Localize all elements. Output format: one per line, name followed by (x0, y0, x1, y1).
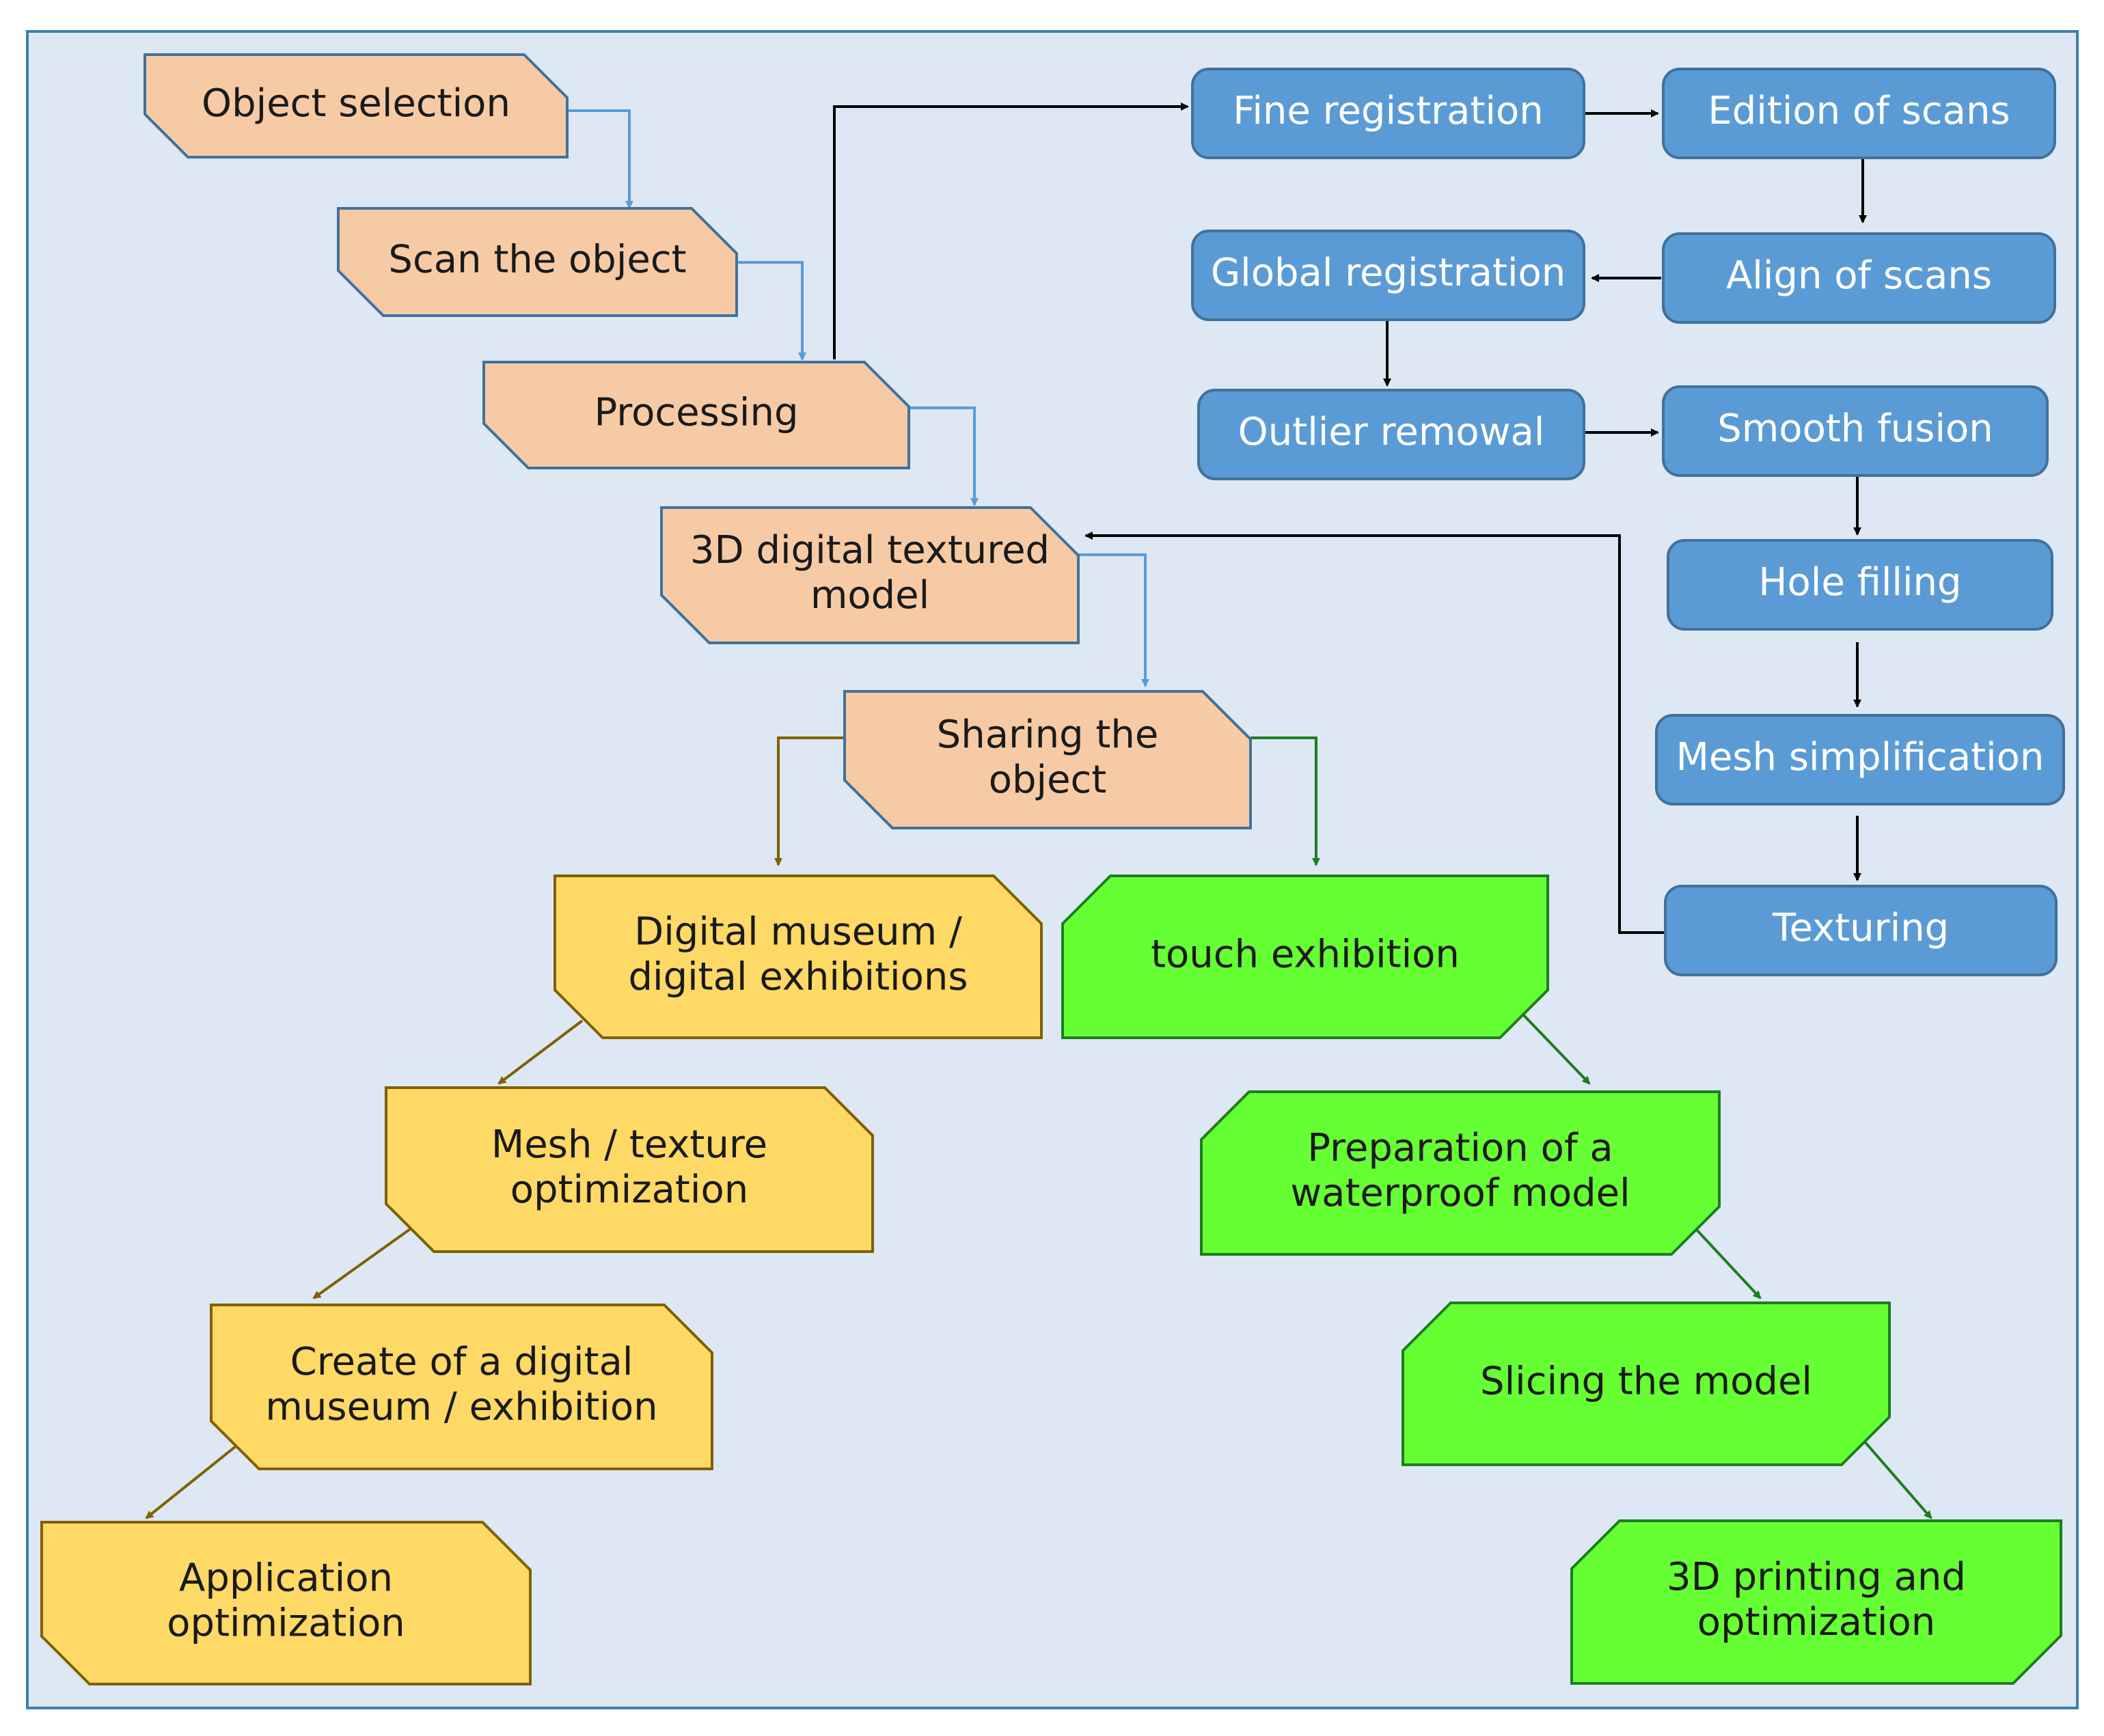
node-smooth-fusion: Smooth fusion (1662, 385, 2049, 477)
node-label: digital exhibitions (628, 955, 968, 1000)
node-processing: Processing (482, 361, 910, 469)
node-label: object (989, 758, 1107, 802)
node-texturing: Texturing (1664, 885, 2058, 976)
node-label: Scan the object (388, 238, 686, 282)
node-label: Processing (594, 391, 798, 435)
node-label: Smooth fusion (1717, 407, 1993, 451)
node-shape (1402, 1301, 1891, 1466)
node-mesh-simplification: Mesh simplification (1655, 714, 2065, 805)
arrow-touch-to-waterproof (1518, 1010, 1591, 1085)
arrow-slicing-to-printing (1861, 1438, 1932, 1519)
node-fine-registration: Fine registration (1191, 68, 1585, 159)
node-shape (843, 690, 1252, 829)
node-label: model (810, 573, 929, 618)
node-shape (554, 874, 1043, 1039)
node-shape (482, 361, 910, 469)
node-slicing: Slicing the model (1402, 1301, 1891, 1466)
node-shape (1664, 885, 2058, 976)
node-shape (1655, 714, 2065, 805)
arrow-sharing-to-museum (774, 736, 845, 866)
node-shape (1197, 389, 1585, 480)
node-shape (385, 1086, 874, 1253)
node-object-selection: Object selection (144, 53, 569, 159)
arrow-waterproof-to-slicing (1693, 1226, 1762, 1299)
node-label: Mesh simplification (1676, 735, 2045, 780)
connector-layer (145, 102, 1932, 1519)
arrow-museum-to-mesh-texture (497, 1019, 584, 1085)
node-label: optimization (167, 1601, 405, 1646)
node-scan-object: Scan the object (337, 207, 738, 317)
arrow-processing-to-fine-registration (833, 102, 1189, 359)
node-label: Outlier remowal (1238, 410, 1545, 454)
node-label: Preparation of a (1307, 1126, 1613, 1170)
node-shape (1191, 230, 1585, 321)
node-label: waterproof model (1290, 1171, 1630, 1215)
node-shape (660, 506, 1080, 644)
arrow-processing-to-model (909, 407, 979, 506)
node-shape (1570, 1519, 2062, 1685)
node-label: Edition of scans (1708, 89, 2010, 133)
node-label: touch exhibition (1151, 933, 1460, 977)
node-shape (1061, 874, 1549, 1039)
arrow-texturing-to-model (1084, 532, 1667, 934)
node-shape (1662, 232, 2056, 324)
node-edition-scans: Edition of scans (1662, 68, 2056, 159)
node-label: Mesh / texture (491, 1122, 767, 1167)
arrow-create-to-application (145, 1445, 237, 1519)
node-label: Digital museum / (634, 910, 962, 954)
node-global-registration: Global registration (1191, 230, 1585, 321)
node-outlier-removal: Outlier remowal (1197, 389, 1585, 480)
node-label: optimization (1697, 1600, 1935, 1644)
node-label: Global registration (1211, 251, 1566, 295)
arrow-mesh-texture-to-create (312, 1226, 413, 1299)
node-shape (1662, 385, 2049, 477)
node-shape (337, 207, 738, 317)
node-label: 3D printing and (1667, 1555, 1966, 1599)
arrow-scan-to-processing (737, 261, 806, 361)
node-label: Create of a digital (290, 1340, 633, 1384)
node-shape (210, 1304, 713, 1470)
node-label: Application (179, 1556, 393, 1601)
node-shape (144, 53, 569, 159)
node-label: 3D digital textured (690, 528, 1050, 573)
arrow-model-to-sharing (1078, 553, 1149, 687)
node-label: museum / exhibition (265, 1385, 657, 1429)
node-align-scans: Align of scans (1662, 232, 2056, 324)
node-shape (1667, 539, 2053, 631)
node-label: Texturing (1772, 906, 1949, 950)
node-hole-filling: Hole filling (1667, 539, 2053, 631)
node-shape (40, 1521, 532, 1685)
node-touch-exhibition: touch exhibition (1061, 874, 1549, 1039)
node-digital-museum: Digital museum /digital exhibitions (554, 874, 1043, 1039)
node-label: optimization (510, 1168, 748, 1212)
node-label: Slicing the model (1480, 1360, 1812, 1404)
arrow-sharing-to-touch (1251, 736, 1320, 866)
arrow-selection-to-scan (567, 109, 633, 209)
node-label: Sharing the (937, 713, 1159, 757)
node-shape (1191, 68, 1585, 159)
node-label: Object selection (202, 81, 510, 126)
node-label: Hole filling (1758, 560, 1961, 605)
node-shape (1662, 68, 2056, 159)
node-label: Align of scans (1726, 253, 1992, 298)
node-shape (1200, 1090, 1721, 1256)
node-label: Fine registration (1233, 89, 1544, 133)
